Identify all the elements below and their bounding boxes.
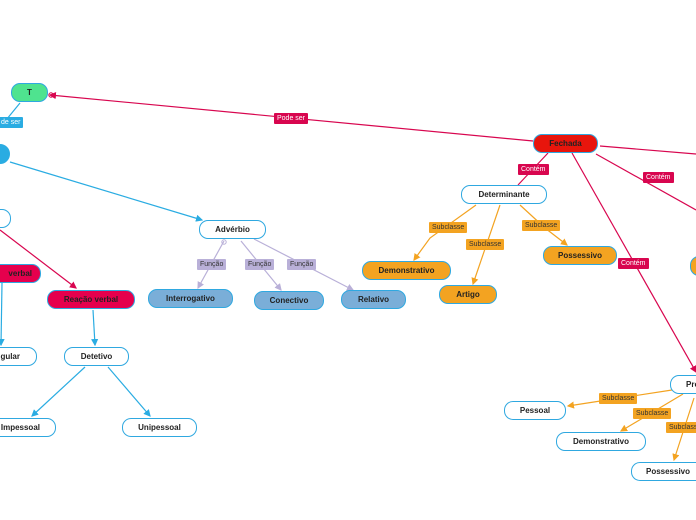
edge-det-demonstrativo	[413, 204, 477, 261]
node-pessoal[interactable]: Pessoal	[504, 401, 566, 420]
edge-left-reacao	[0, 229, 77, 289]
label-subclasse-possessivo-2: Subclasse	[666, 422, 696, 433]
node-artigo[interactable]: Artigo	[439, 285, 497, 304]
node-impessoal[interactable]: Impessoal	[0, 418, 56, 437]
label-funcao-interrogativo: Função	[197, 259, 227, 270]
label-subclasse-demonstrativo-2: Subclasse	[633, 408, 672, 419]
edge-fechada-right	[599, 145, 696, 155]
node-interrogativo[interactable]: Interrogativo	[148, 289, 233, 308]
label-funcao-conectivo: Função	[245, 259, 275, 270]
edge-left-adverbio	[9, 161, 204, 222]
label-subclasse-artigo: Subclasse	[466, 239, 505, 250]
label-contem-right: Contém	[643, 172, 674, 183]
edge-detetivo-unipessoal	[107, 366, 151, 417]
node-verbal[interactable]: verbal	[0, 264, 41, 283]
node-pronome[interactable]: Pro	[670, 375, 696, 394]
node-conectivo[interactable]: Conectivo	[254, 291, 324, 310]
node-t[interactable]: T	[11, 83, 48, 102]
node-determinante[interactable]: Determinante	[461, 185, 547, 204]
label-contem-determinante: Contém	[518, 164, 549, 175]
node-fechada[interactable]: Fechada	[533, 134, 598, 153]
node-detetivo[interactable]: Detetivo	[64, 347, 129, 366]
node-possessivo-2[interactable]: Possessivo	[631, 462, 696, 481]
label-subclasse-demonstrativo: Subclasse	[429, 222, 468, 233]
node-demonstrativo-2[interactable]: Demonstrativo	[556, 432, 646, 451]
edge-verbal-gular	[0, 282, 5, 347]
edge-reacao-detetivo	[91, 309, 99, 347]
edge-detetivo-impessoal	[31, 366, 86, 417]
label-pode-ser: Pode ser	[274, 113, 309, 124]
node-demonstrativo[interactable]: Demonstrativo	[362, 261, 451, 280]
node-relativo[interactable]: Relativo	[341, 290, 406, 309]
node-reacao-verbal[interactable]: Reação verbal	[47, 290, 135, 309]
label-subclasse-pessoal: Subclasse	[599, 393, 638, 404]
node-unipessoal[interactable]: Unipessoal	[122, 418, 197, 437]
node-singular[interactable]: gular	[0, 347, 37, 366]
node-adverbio[interactable]: Advérbio	[199, 220, 266, 239]
label-contem-pronome: Contém	[618, 258, 649, 269]
label-funcao-relativo: Função	[287, 259, 317, 270]
label-pode-ser-left: de ser	[0, 117, 24, 128]
label-subclasse-possessivo: Subclasse	[522, 220, 561, 231]
node-possessivo[interactable]: Possessivo	[543, 246, 617, 265]
